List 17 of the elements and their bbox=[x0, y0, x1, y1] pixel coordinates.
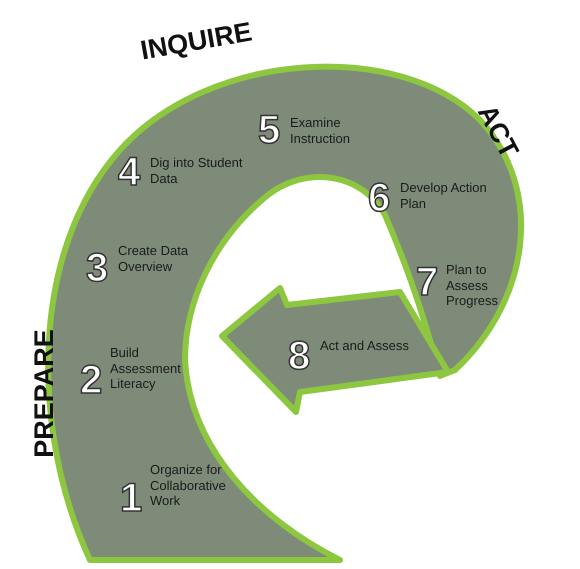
step-number: 1 bbox=[120, 478, 142, 518]
step-label: Organize for Collaborative Work bbox=[150, 462, 227, 509]
step-label: Dig into Student Data bbox=[150, 155, 244, 186]
step-label: Create Data Overview bbox=[118, 243, 190, 274]
step-label: Act and Assess bbox=[320, 338, 410, 354]
phase-label: PREPARE bbox=[30, 329, 58, 458]
phase-label: ACT bbox=[472, 100, 523, 162]
step-number: 7 bbox=[416, 262, 438, 302]
step-number: 2 bbox=[80, 360, 102, 400]
step-number: 8 bbox=[288, 336, 310, 376]
step-number: 4 bbox=[118, 152, 140, 192]
step-label: Develop Action Plan bbox=[400, 180, 488, 212]
step-number: 3 bbox=[86, 248, 108, 288]
step-label: Plan to Assess Progress bbox=[446, 262, 500, 309]
step-number: 5 bbox=[258, 110, 280, 150]
phase-label: INQUIRE bbox=[138, 18, 254, 65]
step-label: Examine Instruction bbox=[290, 115, 351, 146]
